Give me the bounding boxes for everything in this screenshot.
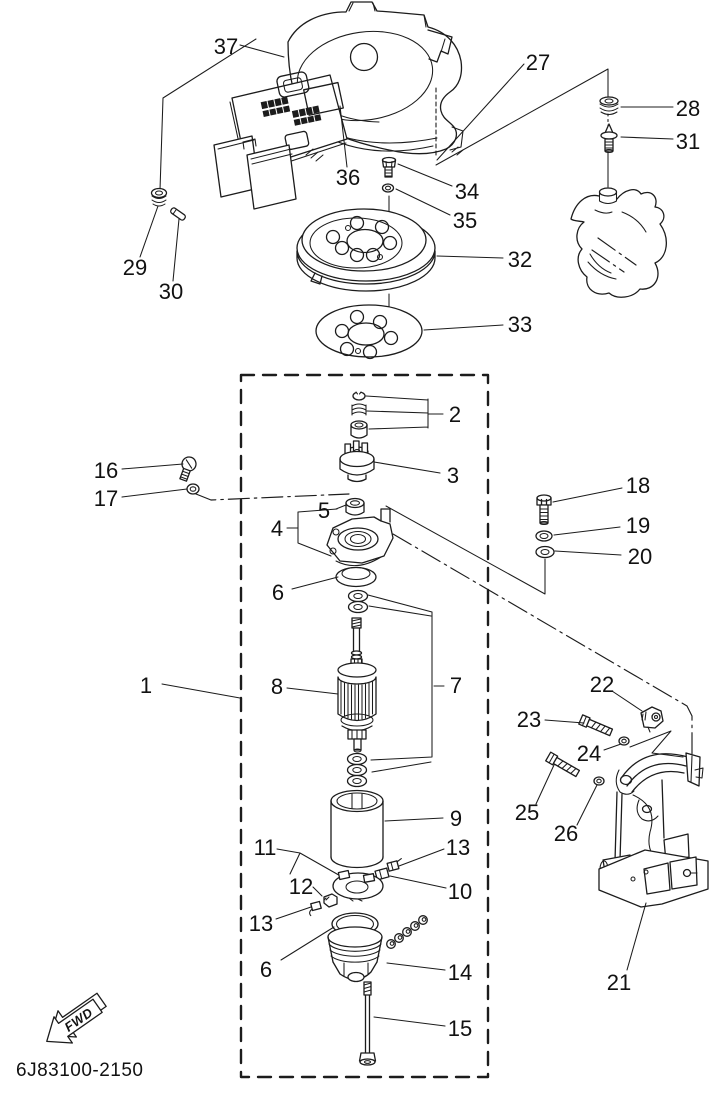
- brush-springs: [386, 915, 428, 949]
- sheet-code: 6J83100-2150: [16, 1060, 144, 1081]
- bolt-25: [545, 751, 581, 778]
- callout-13b: 13: [249, 911, 273, 936]
- callout-6b: 6: [260, 957, 272, 982]
- screw-16: [179, 456, 197, 482]
- callout-10: 10: [448, 879, 472, 904]
- callout-2: 2: [449, 402, 461, 427]
- callout-25: 25: [515, 800, 539, 825]
- screw-31: [600, 123, 618, 154]
- callout-29: 29: [123, 255, 147, 280]
- brush-holder-11: [276, 848, 384, 902]
- pinion-stop-set-2: [350, 390, 444, 439]
- callout-5: 5: [318, 498, 330, 523]
- callout-1: 1: [140, 673, 152, 698]
- callout-15: 15: [448, 1016, 472, 1041]
- brush-10: [374, 867, 390, 881]
- callout-3: 3: [447, 463, 459, 488]
- callout-24: 24: [577, 741, 601, 766]
- engine-bracket-sketch: [570, 187, 667, 298]
- clamp-22: [640, 706, 664, 733]
- yoke-housing-9: [330, 789, 384, 869]
- callout-37: 37: [214, 34, 238, 59]
- pinion-gear-3: [339, 440, 375, 483]
- end-cap-14: [327, 926, 383, 983]
- grommet-29: [150, 187, 168, 207]
- washer-24: [618, 736, 630, 746]
- callout-13a: 13: [446, 835, 470, 860]
- fwd-arrow: FWD: [46, 992, 107, 1044]
- callout-30: 30: [159, 279, 183, 304]
- vent-grid-2: [291, 105, 322, 126]
- callout-35: 35: [453, 208, 477, 233]
- callout-34: 34: [455, 179, 479, 204]
- washer-35: [381, 183, 395, 193]
- callout-6a: 6: [272, 580, 284, 605]
- callout-12: 12: [289, 874, 313, 899]
- callout-32: 32: [508, 247, 532, 272]
- bolt-34: [381, 156, 397, 178]
- callout-20: 20: [628, 544, 652, 569]
- callout-28: 28: [676, 96, 700, 121]
- callout-31: 31: [676, 129, 700, 154]
- callout-22: 22: [590, 672, 614, 697]
- bolt-18: [536, 494, 552, 526]
- flywheel-32: [296, 208, 436, 292]
- cushion-6: [335, 566, 377, 588]
- cover-flap-2: [246, 144, 297, 210]
- callout-26: 26: [554, 821, 578, 846]
- callout-11: 11: [254, 835, 277, 860]
- callout-8: 8: [271, 674, 283, 699]
- front-bracket-4: [286, 508, 394, 567]
- callout-16: 16: [94, 458, 118, 483]
- callout-19: 19: [626, 513, 650, 538]
- thrust-washers-upper: [347, 589, 369, 614]
- brush-13-lower: [309, 900, 322, 917]
- callout-36: 36: [336, 165, 360, 190]
- callout-9: 9: [450, 806, 462, 831]
- washer-26: [593, 776, 605, 786]
- cover-button: [276, 71, 310, 98]
- bolt-23: [578, 714, 614, 737]
- callout-14: 14: [448, 960, 472, 985]
- flywheel-cover: [213, 1, 464, 210]
- callout-4: 4: [271, 516, 283, 541]
- bushing-5: [345, 497, 365, 516]
- starter-assembly-dashed-box: [239, 373, 490, 1079]
- washer-17: [186, 483, 200, 495]
- brush-12: [323, 893, 338, 908]
- plate-33: [315, 304, 423, 360]
- lock-washer-19: [535, 530, 553, 542]
- thrust-washers-lower: [346, 752, 368, 788]
- through-bolt-15: [358, 981, 377, 1066]
- callout-23: 23: [517, 707, 541, 732]
- callout-labels: 37 27 28 31 29 30 36 34 35 32 33 2 3 16 …: [94, 34, 700, 1041]
- callout-27: 27: [526, 50, 550, 75]
- brush-13-upper: [386, 858, 402, 872]
- callout-21: 21: [607, 970, 631, 995]
- callout-18: 18: [626, 473, 650, 498]
- washer-20: [535, 545, 555, 559]
- starter-bracket-21: [598, 752, 709, 908]
- armature-8: [337, 594, 445, 773]
- pin-30: [170, 207, 186, 221]
- leader-lines: [121, 44, 674, 1027]
- cover-center-hole: [349, 42, 379, 72]
- callout-33: 33: [508, 312, 532, 337]
- flywheel-center-hole: [346, 228, 384, 254]
- callout-7: 7: [450, 673, 462, 698]
- grommet-28: [599, 96, 619, 116]
- callout-17: 17: [94, 486, 118, 511]
- vent-grid-1: [260, 96, 291, 117]
